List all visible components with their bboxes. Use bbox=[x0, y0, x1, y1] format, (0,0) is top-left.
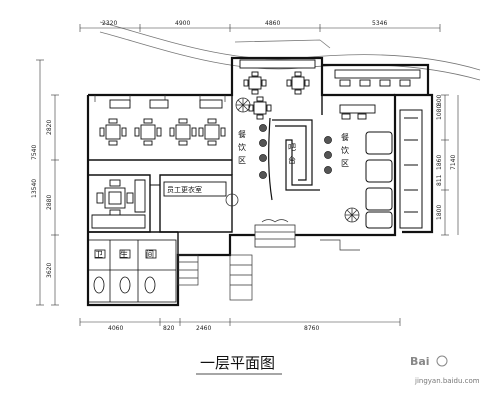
dim-left-2: 2820 bbox=[46, 120, 53, 135]
paw-icon bbox=[436, 355, 448, 367]
right-room-label-2: 饮 bbox=[341, 145, 349, 155]
dim-bottom-4: 8760 bbox=[304, 325, 319, 332]
road-lines bbox=[99, 21, 481, 81]
dim-left-5: 3620 bbox=[46, 263, 53, 278]
dim-left-3: 7540 bbox=[31, 145, 38, 160]
drawing-title: 一层平面图 bbox=[200, 354, 275, 372]
right-room-label-3: 区 bbox=[341, 159, 349, 168]
dim-left-1: 13540 bbox=[31, 179, 38, 198]
dim-right-1: 1080 bbox=[436, 105, 443, 120]
dim-top-2: 4900 bbox=[175, 20, 190, 27]
bar-stools bbox=[259, 124, 332, 179]
dim-bottom-2: 820 bbox=[163, 325, 175, 332]
watermark: Bai jingyan.baidu.com bbox=[410, 355, 480, 385]
dim-right-2: 800 bbox=[436, 94, 443, 106]
watermark-url: jingyan.baidu.com bbox=[414, 377, 480, 385]
bar-label-1: 吧 bbox=[288, 143, 296, 152]
toilet-label-2: 生 bbox=[120, 249, 128, 259]
right-room-label-1: 餐 bbox=[341, 133, 349, 142]
left-room-label-1: 餐 bbox=[238, 130, 246, 139]
left-room-label-3: 区 bbox=[238, 156, 246, 165]
staff-room-frame bbox=[150, 181, 227, 200]
dim-left-4: 2880 bbox=[46, 195, 53, 210]
bar-counter bbox=[268, 117, 320, 201]
dim-top-1: 2320 bbox=[102, 20, 117, 27]
top-dimension-line bbox=[79, 24, 441, 32]
dining-tables-right-top bbox=[334, 69, 421, 120]
dining-tables-left bbox=[99, 99, 226, 146]
entrance-steps bbox=[254, 219, 296, 248]
watermark-brand: Bai bbox=[410, 355, 430, 368]
dim-bottom-1: 4060 bbox=[108, 325, 123, 332]
dim-bottom-3: 2460 bbox=[196, 325, 211, 332]
plants bbox=[225, 97, 360, 223]
booths-right bbox=[365, 109, 423, 229]
dim-right-6: 1800 bbox=[436, 205, 443, 220]
dim-right-3: 1860 bbox=[436, 155, 443, 170]
bar-label-2: 台 bbox=[288, 155, 296, 165]
toilet-fixtures bbox=[87, 239, 177, 303]
toilet-label-1: 卫 bbox=[95, 250, 103, 259]
stairs-bottom bbox=[177, 239, 360, 301]
dim-top-4: 5346 bbox=[372, 20, 387, 27]
bottom-dimension-line bbox=[79, 318, 401, 326]
left-room-label-2: 饮 bbox=[238, 142, 246, 152]
dining-tables-top bbox=[239, 59, 316, 120]
left-dimension-line bbox=[36, 59, 59, 306]
right-dimension-line bbox=[441, 94, 459, 236]
private-dining-room bbox=[91, 179, 146, 229]
dim-right-4: 7140 bbox=[450, 155, 457, 170]
toilet-label-3: 间 bbox=[146, 250, 154, 259]
staff-room-label: 员工更衣室 bbox=[167, 185, 202, 194]
dim-top-3: 4860 bbox=[265, 20, 280, 27]
dim-right-5: 811 bbox=[436, 174, 443, 186]
